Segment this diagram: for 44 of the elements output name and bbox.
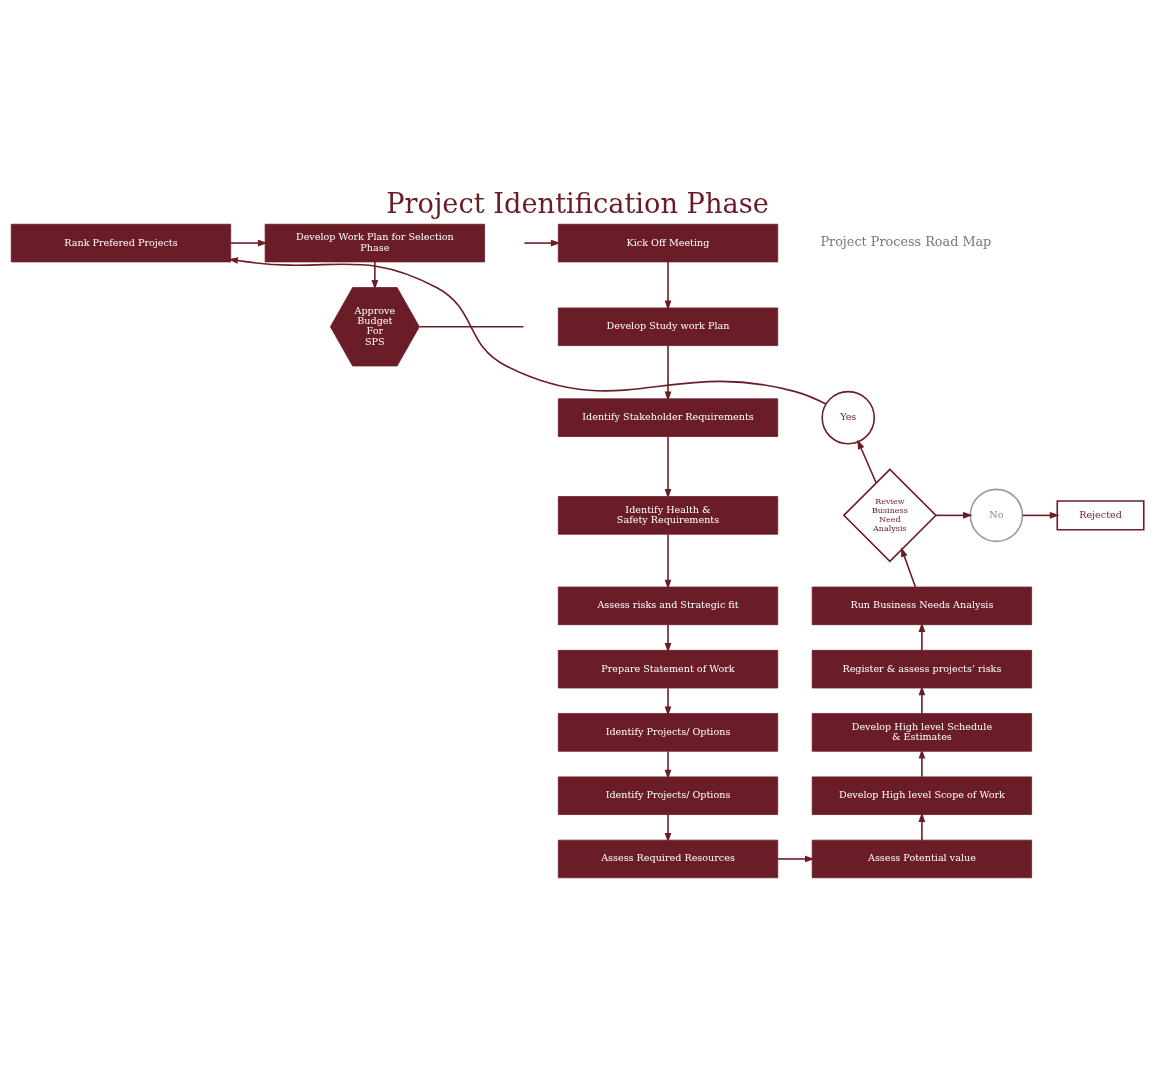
node-box: Assess risks and Strategic fit [557,586,779,625]
label: Project Process Road Map [820,233,992,249]
node-box: Identify Projects/ Options [557,776,779,815]
arrow [918,748,926,778]
arrow [664,623,672,653]
node-box: Develop Study work Plan [557,307,779,346]
node-box: Prepare Statement of Work [557,649,779,688]
arrow [935,511,973,519]
node-box: Develop Work Plan for Selection Phase [264,223,485,262]
node-box: Run Business Needs Analysis [811,586,1033,625]
node-box: Register & assess projects’ risks [811,649,1033,688]
arrow [918,621,926,651]
node-box: Rank Prefered Projects [10,223,232,262]
diagram-title: Project Identification Phase [386,187,769,219]
arrow [918,685,926,714]
node-circle: No [969,488,1024,542]
node-box: Develop High level Scope of Work [811,776,1033,815]
arrow [918,811,926,841]
arrow [664,260,672,310]
arrow [371,260,379,290]
node-box: Identify Stakeholder Requirements [557,397,779,437]
node-box: Assess Potential value [811,839,1033,878]
arrow [777,855,815,862]
node-circle: Yes [821,390,876,444]
arrow [523,239,561,246]
node-box: Identify Health & Safety Requirements [557,495,779,535]
arrow [901,546,917,588]
arrow [664,435,672,499]
node-box: Develop High level Schedule & Estimates [811,712,1033,752]
arrow [664,813,672,843]
arrow [664,686,672,716]
arrow [1021,511,1060,519]
arrow [228,256,827,405]
arrow [857,439,877,484]
arrow [664,533,672,589]
arrow [664,344,672,401]
connector [418,325,525,328]
node-box: Kick Off Meeting [557,223,779,262]
node-box: Assess Required Resources [557,839,779,878]
arrow [230,239,268,246]
node-box: Rejected [1056,499,1145,531]
node-diamond: Review Business Need Analysis [842,467,938,563]
node-box: Identify Projects/ Options [557,712,779,752]
arrow [664,750,672,779]
